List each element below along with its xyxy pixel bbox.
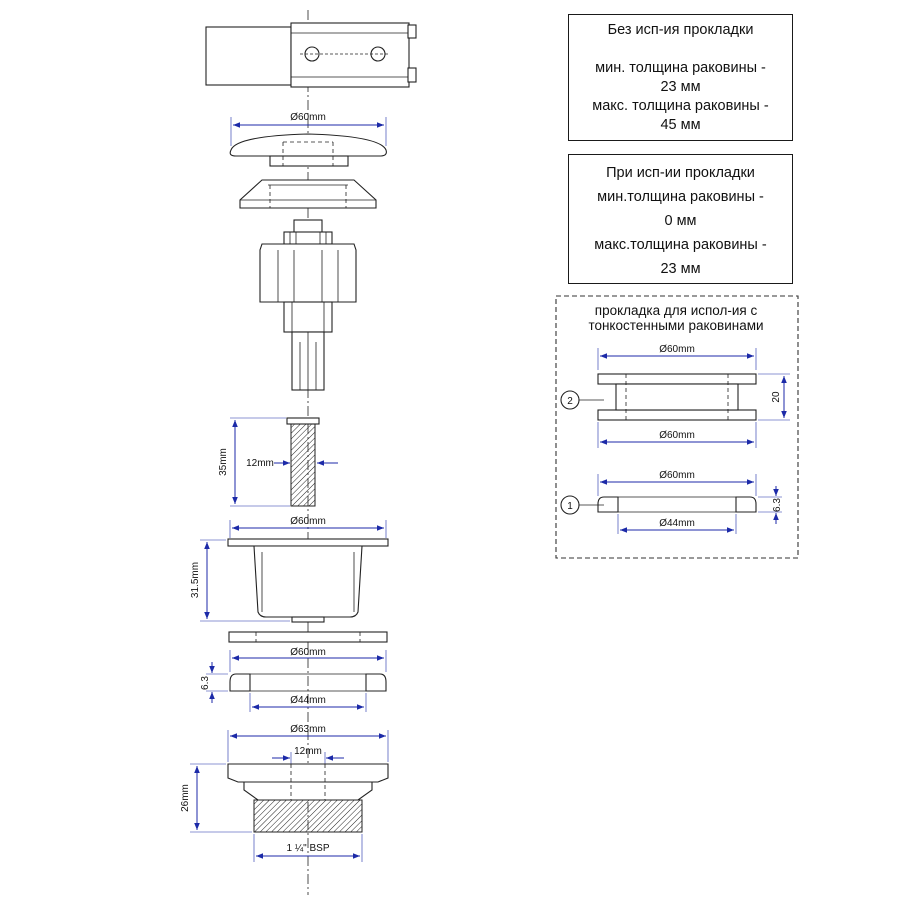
nut-diameter-label: Ø63mm [290,724,326,735]
cap-diameter-label: Ø60mm [290,112,326,123]
flat-washer [228,631,388,643]
body-height-label: 31.5mm [190,562,201,598]
part2-callout: 2 [567,396,573,407]
gasket-inner-label: Ø44mm [290,695,326,706]
part1-bottom-dim: Ø44mm [659,518,695,529]
part1-callout: 1 [567,501,573,512]
part1-height-dim: 6.3 [772,498,783,512]
nut-inner-label: 12mm [294,746,322,757]
thread-size-label: 1 ¼" BSP [286,842,329,854]
part2-height-dim: 20 [771,391,782,403]
rod-length-label: 35mm [218,448,229,476]
gasket-height-label: 6.3 [200,676,211,690]
info-box-without-gasket: Без исп-ия прокладки мин. толщина ракови… [568,14,793,141]
min-thickness-value: 0 мм [664,213,697,229]
max-thickness-label: макс.толщина раковины - [594,237,767,253]
info-box-title: При исп-ии прокладки [606,165,755,181]
cap-part: Ø60mm [229,112,387,167]
nut-tailpiece: Ø63mm 12mm 26mm 1 ¼" BSP [180,724,389,862]
min-thickness-value: 23 мм [660,79,701,95]
drain-body: Ø60mm 31.5mm [190,516,389,623]
part2-top-dim: Ø60mm [659,344,695,355]
clip-part [205,22,417,88]
body-diameter-label: Ø60mm [290,516,326,527]
panel-title-line1: прокладка для испол-ия с [595,303,758,318]
thin-sink-panel: прокладка для испол-ия с тонкостенными р… [555,295,799,559]
cone-washer [239,179,377,209]
rod-thread-label: 12mm [246,458,274,469]
threaded-rod: 35mm 12mm [218,417,338,507]
min-thickness-label: мин. толщина раковины - [595,60,766,76]
info-box-with-gasket: При исп-ии прокладки мин.толщина раковин… [568,154,793,284]
max-thickness-label: макс. толщина раковины - [592,98,769,114]
part1-top-dim: Ø60mm [659,470,695,481]
gasket-part: Ø60mm 6.3 Ø44mm [200,647,387,712]
panel-title-line2: тонкостенными раковинами [588,318,763,333]
part2-bottom-dim: Ø60mm [659,430,695,441]
max-thickness-value: 45 мм [660,117,701,133]
gasket-diameter-label: Ø60mm [290,647,326,658]
info-box-title: Без исп-ия прокладки [607,22,754,38]
max-thickness-value: 23 мм [660,261,701,277]
nut-height-label: 26mm [180,784,191,812]
mechanism-part [259,219,357,391]
min-thickness-label: мин.толщина раковины - [597,189,764,205]
